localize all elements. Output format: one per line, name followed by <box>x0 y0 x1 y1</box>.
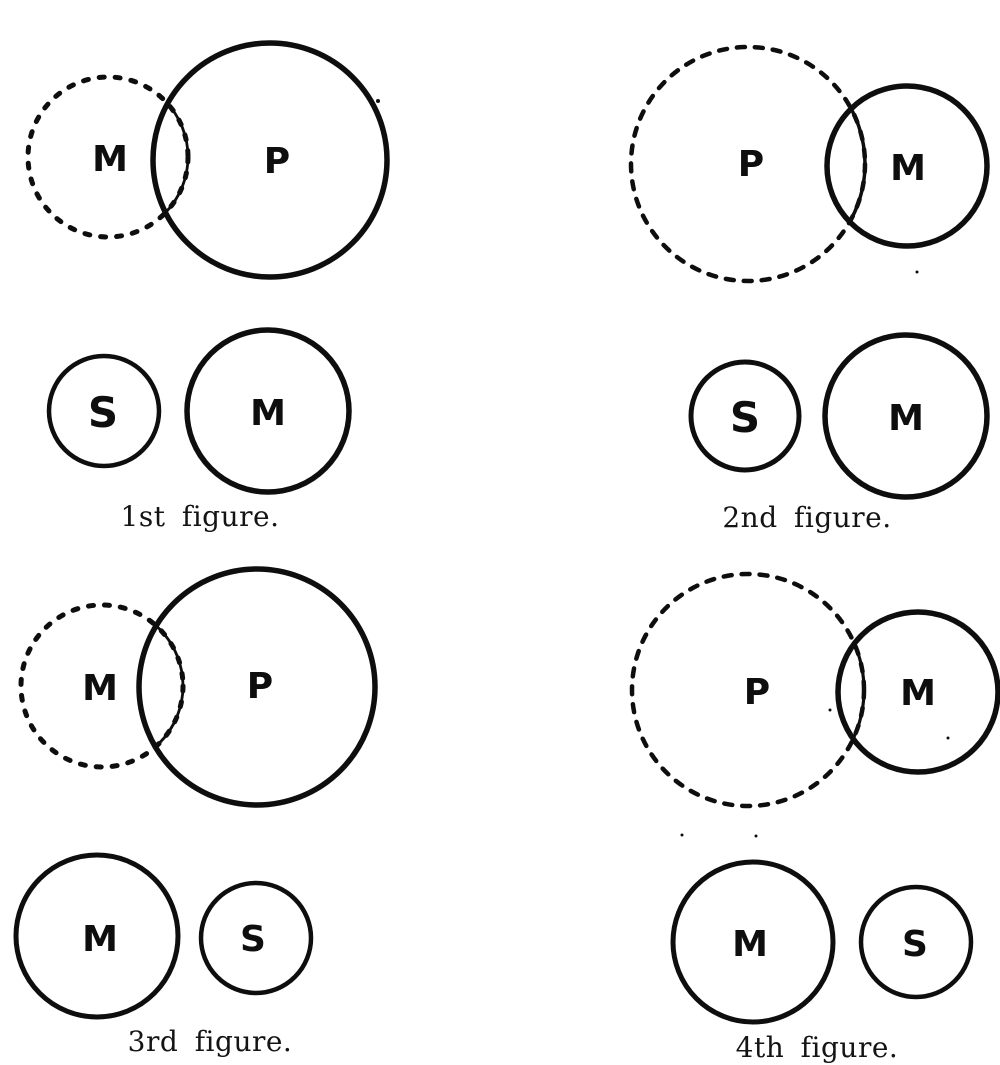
figure-3-caption: 3rd figure. <box>128 1025 293 1058</box>
f1-S-bot-circle-solid <box>46 353 162 469</box>
f1-M-top-term-label: M <box>92 139 128 180</box>
ink-speck <box>915 270 919 274</box>
f2-P-top-term-label: P <box>738 144 764 185</box>
f3-P-top-term-label: P <box>247 666 273 707</box>
ink-speck <box>754 834 758 838</box>
f1-M-top-overlap-arc <box>153 75 190 239</box>
f4-S-bot-circle-solid <box>858 884 974 1000</box>
f2-M-top-term-label: M <box>890 148 926 189</box>
f1-M-bot-term-label: M <box>250 393 286 434</box>
f1-M-bot-circle-solid <box>184 327 352 495</box>
f2-S-bot-circle-solid <box>688 359 802 473</box>
figure-3-group: M P M S 3rd figure. <box>13 566 378 1058</box>
f3-P-top-circle-solid <box>136 566 378 808</box>
f2-M-top-circle-solid <box>824 83 990 249</box>
f2-P-top-overlap-arc <box>827 86 867 246</box>
f2-M-bot-term-label: M <box>888 398 924 439</box>
f4-M-top-circle-solid <box>835 609 1000 775</box>
f4-M-bot-term-label: M <box>732 924 768 965</box>
f4-P-top-term-label: P <box>744 672 770 713</box>
ink-speck <box>828 708 832 712</box>
f4-M-top-term-label: M <box>900 673 936 714</box>
f3-M-top-overlap-arc <box>139 603 185 769</box>
ink-speck <box>680 833 684 837</box>
f1-P-top-circle-solid <box>150 40 390 280</box>
f1-P-top-term-label: P <box>264 141 290 182</box>
figure-2-group: P M S M 2nd figure. <box>628 44 990 534</box>
f3-M-top-term-label: M <box>82 668 118 709</box>
figure-2-caption: 2nd figure. <box>722 501 891 534</box>
f3-S-bot-circle-solid <box>198 880 314 996</box>
f4-M-bot-circle-solid <box>670 859 836 1025</box>
figure-4-caption: 4th figure. <box>736 1031 899 1064</box>
figure-4-group: P M M S 4th figure. <box>629 571 1000 1064</box>
f3-S-bot-term-label: S <box>240 919 266 960</box>
ink-speck <box>946 736 950 740</box>
f3-M-bot-circle-solid <box>13 852 181 1020</box>
f4-S-bot-term-label: S <box>902 924 928 965</box>
f1-S-bot-term-label: S <box>88 388 118 437</box>
f3-M-bot-term-label: M <box>82 919 118 960</box>
figure-1-group: M P S M 1st figure. <box>25 40 390 533</box>
f4-P-top-overlap-arc <box>838 612 866 772</box>
ink-speck <box>376 99 380 103</box>
f2-S-bot-term-label: S <box>730 393 760 442</box>
f2-M-bot-circle-solid <box>822 332 990 500</box>
figure-1-caption: 1st figure. <box>121 500 280 533</box>
